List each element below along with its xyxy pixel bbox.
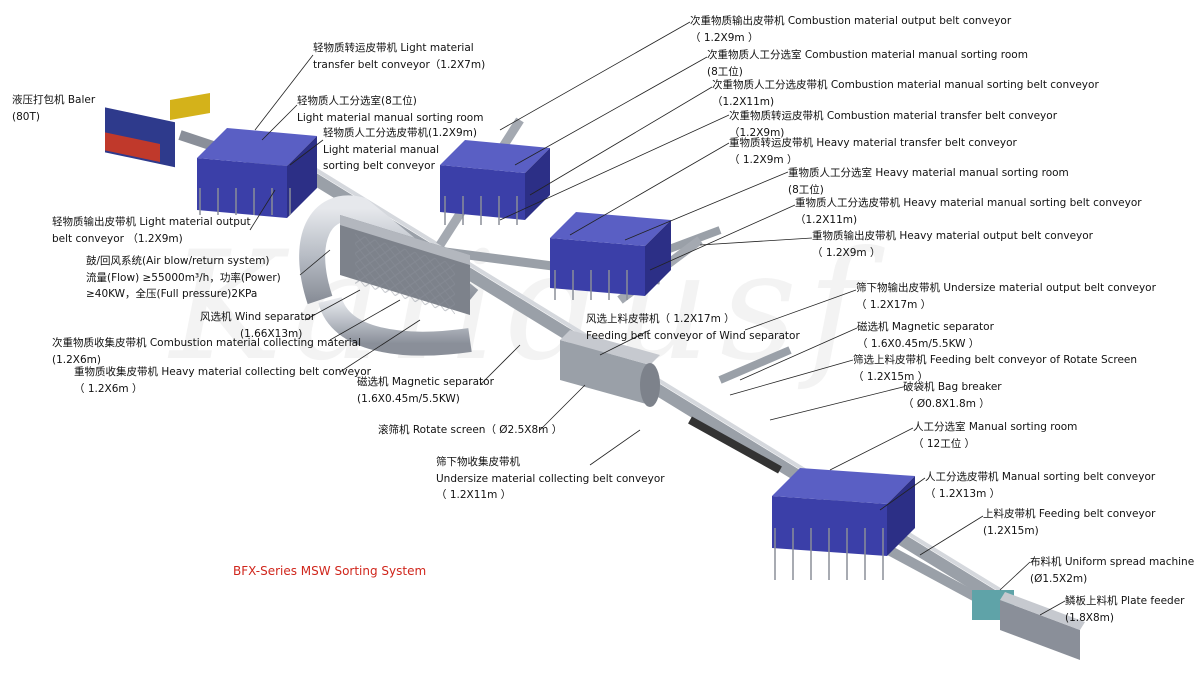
label-baler: 液压打包机 Baler(80T) bbox=[12, 94, 96, 123]
label-heavy-room: 重物质人工分选室 Heavy material manual sorting r… bbox=[788, 167, 1069, 196]
feeder-unit bbox=[972, 590, 1085, 660]
leader-line bbox=[999, 561, 1031, 591]
leader-line bbox=[589, 429, 641, 466]
label-rotate-feed: 筛选上料皮带机 Feeding belt conveyor of Rotate … bbox=[853, 354, 1138, 383]
label-air-system: 鼓/回风系统(Air blow/return system)流量(Flow) ≥… bbox=[86, 255, 281, 300]
label-feeding-belt: 上料皮带机 Feeding belt conveyor(1.2X15m) bbox=[983, 508, 1156, 537]
leader-line bbox=[569, 142, 730, 236]
label-comb-room: 次重物质人工分选室 Combustion material manual sor… bbox=[707, 49, 1028, 78]
label-manual-belt: 人工分选皮带机 Manual sorting belt conveyor（ 1.… bbox=[925, 471, 1156, 500]
leader-line bbox=[299, 249, 331, 276]
leader-line bbox=[769, 386, 904, 421]
leader-line bbox=[499, 114, 730, 221]
label-heavy-transfer: 重物质转运皮带机 Heavy material transfer belt co… bbox=[729, 137, 1017, 166]
leader-line bbox=[254, 54, 314, 131]
leader-line bbox=[339, 319, 421, 373]
label-undersize-output: 筛下物输出皮带机 Undersize material output belt … bbox=[856, 282, 1156, 311]
support-legs bbox=[199, 188, 884, 580]
light-sorting-room bbox=[197, 128, 317, 218]
leader-line bbox=[744, 289, 857, 331]
label-magnetic-right: 磁选机 Magnetic separator（ 1.6X0.45m/5.5KW … bbox=[857, 321, 994, 350]
label-rotate-screen: 滚筛机 Rotate screen（ Ø2.5X8m ） bbox=[378, 424, 563, 436]
leader-line bbox=[529, 86, 713, 196]
label-manual-room: 人工分选室 Manual sorting room（ 12工位 ） bbox=[913, 421, 1078, 450]
system-title: BFX-Series MSW Sorting System bbox=[233, 564, 427, 578]
label-heavy-sort-belt: 重物质人工分选皮带机 Heavy material manual sorting… bbox=[795, 197, 1142, 226]
label-spread: 布料机 Uniform spread machine(Ø1.5X2m) bbox=[1030, 556, 1195, 585]
wind-separator-unit bbox=[340, 215, 470, 315]
heavy-sorting-room bbox=[550, 212, 671, 296]
label-comb-collect: 次重物质收集皮带机 Combustion material collecting… bbox=[52, 337, 362, 366]
label-comb-output: 次重物质输出皮带机 Combustion material output bel… bbox=[690, 15, 1012, 44]
sorting-rooms bbox=[197, 128, 915, 556]
label-magnetic-left: 磁选机 Magnetic separator(1.6X0.45m/5.5KW) bbox=[357, 376, 494, 405]
leader-line bbox=[739, 327, 858, 381]
leader-line bbox=[879, 477, 926, 511]
baler-unit bbox=[105, 92, 210, 168]
label-heavy-collect: 重物质收集皮带机 Heavy material collecting belt … bbox=[74, 366, 371, 395]
air-duct bbox=[299, 195, 479, 356]
leader-line bbox=[729, 359, 854, 396]
leader-line bbox=[289, 139, 324, 166]
leader-line bbox=[599, 329, 651, 356]
leader-line bbox=[1039, 600, 1066, 616]
label-comb-transfer: 次重物质转运皮带机 Combustion material transfer b… bbox=[729, 110, 1058, 139]
label-heavy-output: 重物质输出皮带机 Heavy material output belt conv… bbox=[812, 230, 1094, 259]
leader-line bbox=[329, 299, 401, 341]
label-wind-feed: 风选上料皮带机（ 1.2X17m ）Feeding belt conveyor … bbox=[586, 313, 800, 342]
leader-line bbox=[249, 189, 276, 231]
combustion-sorting-room bbox=[440, 140, 550, 220]
leader-line bbox=[304, 289, 361, 321]
leader-line bbox=[829, 427, 914, 471]
leader-line bbox=[261, 104, 298, 141]
manual-sorting-room bbox=[772, 468, 915, 556]
leader-line bbox=[624, 171, 789, 241]
label-bag-breaker: 破袋机 Bag breaker（ Ø0.8X1.8m ） bbox=[903, 381, 1002, 410]
leader-line bbox=[919, 515, 984, 556]
leader-line bbox=[649, 204, 796, 271]
leader-line bbox=[499, 21, 691, 131]
label-comb-sort-belt: 次重物质人工分选皮带机 Combustion material manual s… bbox=[712, 79, 1099, 108]
leader-line bbox=[514, 56, 708, 166]
leader-line bbox=[479, 344, 521, 386]
label-light-room: 轻物质人工分选室(8工位)Light material manual sorti… bbox=[297, 95, 484, 124]
rotate-screen-unit bbox=[560, 330, 660, 407]
label-plate-feeder: 鳞板上料机 Plate feeder(1.8X8m) bbox=[1065, 595, 1185, 624]
leader-line bbox=[539, 384, 586, 431]
leader-line bbox=[699, 237, 813, 246]
leader-lines bbox=[249, 21, 1066, 616]
label-wind-separator: 风选机 Wind separator(1.66X13m) bbox=[200, 311, 316, 340]
